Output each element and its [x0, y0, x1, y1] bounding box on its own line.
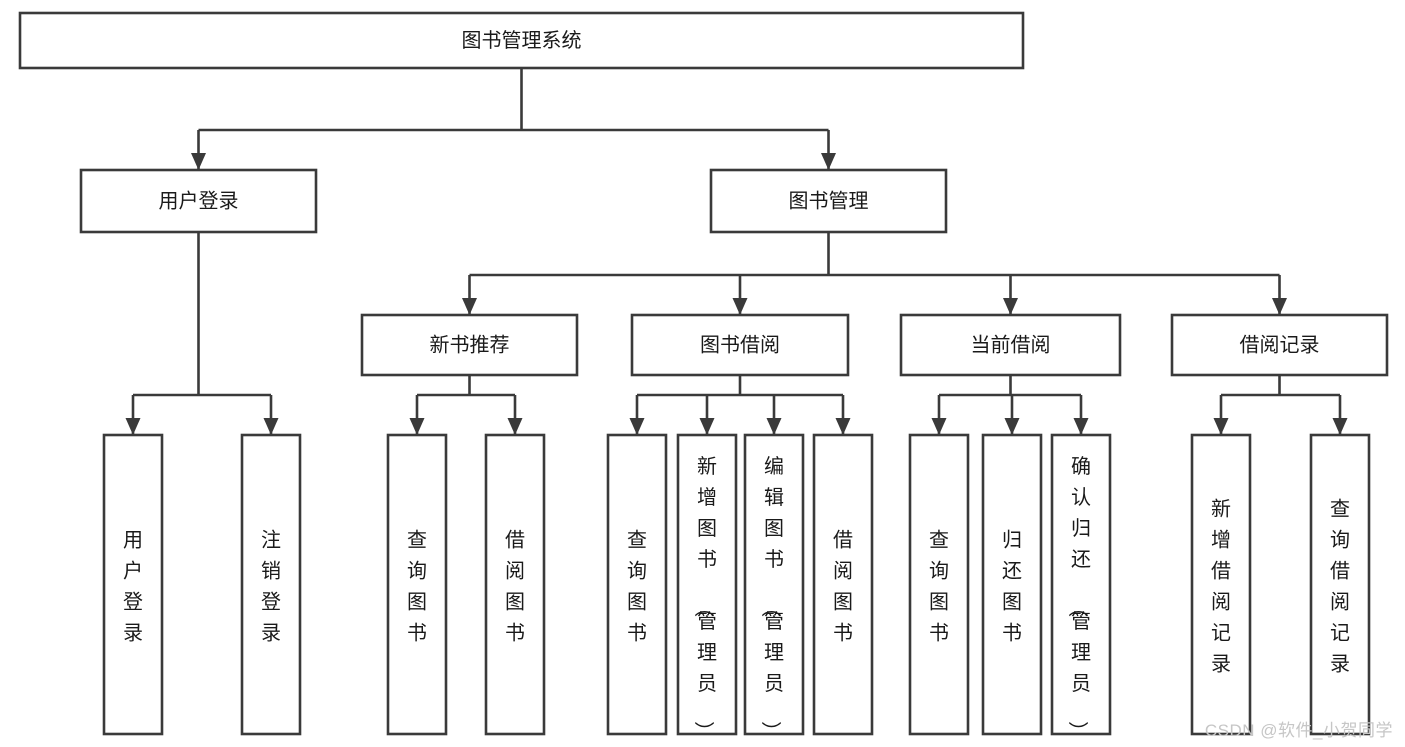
arrow-head-icon [835, 418, 851, 435]
node-recommend-borrow-book[interactable]: 借阅图书 [484, 433, 546, 736]
node-book-borrow[interactable]: 图书借阅 [630, 313, 850, 377]
node-borrow-add-book-admin[interactable]: 新增图书（管理员） [676, 433, 738, 741]
node-recommend-query-book[interactable]: 查询图书 [386, 433, 448, 736]
node-box [630, 313, 850, 377]
node-box [606, 433, 668, 736]
arrow-head-icon [1004, 418, 1020, 435]
node-label: 查询图书 [407, 529, 427, 645]
node-box [1170, 313, 1389, 377]
node-label: 查询图书 [627, 529, 647, 645]
node-box [1050, 433, 1112, 736]
node-record-add-record[interactable]: 新增借阅记录 [1190, 433, 1252, 736]
boxes-layer: 图书管理系统用户登录用户登录注销登录图书管理新书推荐查询图书借阅图书图书借阅查询… [18, 11, 1389, 741]
arrow-head-icon [1073, 418, 1089, 435]
node-label: 图书借阅 [700, 333, 780, 356]
arrow-head-icon [766, 418, 782, 435]
arrow-head-icon [191, 153, 206, 170]
node-box [102, 433, 164, 736]
node-box [812, 433, 874, 736]
node-current-borrow[interactable]: 当前借阅 [899, 313, 1122, 377]
node-current-confirm-return-admin[interactable]: 确认归还（管理员） [1050, 433, 1112, 741]
node-box [1190, 433, 1252, 736]
node-label: 图书管理 [789, 189, 869, 212]
node-box [908, 433, 970, 736]
arrow-head-icon [629, 418, 645, 435]
node-label: 借阅图书 [505, 529, 525, 645]
arrow-head-icon [1213, 418, 1229, 435]
node-label: 确认归还（管理员） [1066, 455, 1091, 741]
node-borrow-edit-book-admin[interactable]: 编辑图书（管理员） [743, 433, 805, 741]
arrow-head-icon [263, 418, 279, 435]
node-box [676, 433, 738, 736]
node-box [360, 313, 579, 377]
node-label: 查询图书 [929, 529, 949, 645]
node-label: 查询借阅记录 [1330, 498, 1350, 676]
arrow-head-icon [462, 298, 477, 315]
node-label: 注销登录 [261, 529, 281, 645]
node-label: 借阅记录 [1240, 333, 1320, 356]
node-label: 用户登录 [123, 530, 143, 645]
node-user-login-signin[interactable]: 用户登录 [102, 433, 164, 736]
node-label: 新增借阅记录 [1211, 498, 1231, 676]
node-box [709, 168, 948, 234]
node-book-management[interactable]: 图书管理 [709, 168, 948, 234]
node-box [743, 433, 805, 736]
arrow-head-icon [1003, 298, 1018, 315]
node-new-book-recommend[interactable]: 新书推荐 [360, 313, 579, 377]
node-box [18, 11, 1025, 70]
node-label: 借阅图书 [833, 529, 853, 645]
node-box [240, 433, 302, 736]
node-box [386, 433, 448, 736]
arrow-head-icon [125, 418, 141, 435]
arrow-head-icon [507, 418, 523, 435]
node-record-query-record[interactable]: 查询借阅记录 [1309, 433, 1371, 736]
node-label: 新书推荐 [430, 333, 510, 356]
arrow-head-icon [732, 298, 748, 315]
arrow-head-icon [821, 153, 836, 170]
node-label: 归还图书 [1002, 529, 1022, 645]
node-borrow-query-book[interactable]: 查询图书 [606, 433, 668, 736]
node-label: 用户登录 [159, 189, 239, 212]
node-borrow-borrow-book[interactable]: 借阅图书 [812, 433, 874, 736]
node-root[interactable]: 图书管理系统 [18, 11, 1025, 70]
arrow-head-icon [1272, 298, 1287, 315]
arrow-head-icon [699, 418, 715, 435]
node-label: 新增图书（管理员） [692, 455, 717, 741]
node-box [79, 168, 318, 234]
node-current-return-book[interactable]: 归还图书 [981, 433, 1043, 736]
arrow-head-icon [409, 418, 425, 435]
node-current-query-book[interactable]: 查询图书 [908, 433, 970, 736]
node-box [981, 433, 1043, 736]
node-box [1309, 433, 1371, 736]
arrow-head-icon [931, 418, 947, 435]
node-label: 图书管理系统 [462, 29, 582, 52]
node-box [899, 313, 1122, 377]
node-box [484, 433, 546, 736]
node-label: 当前借阅 [971, 333, 1051, 356]
arrow-head-icon [1332, 418, 1348, 435]
node-borrow-record[interactable]: 借阅记录 [1170, 313, 1389, 377]
node-label: 编辑图书（管理员） [759, 455, 784, 741]
node-user-login-signout[interactable]: 注销登录 [240, 433, 302, 736]
node-user-login[interactable]: 用户登录 [79, 168, 318, 234]
connectors-layer [125, 68, 1348, 435]
